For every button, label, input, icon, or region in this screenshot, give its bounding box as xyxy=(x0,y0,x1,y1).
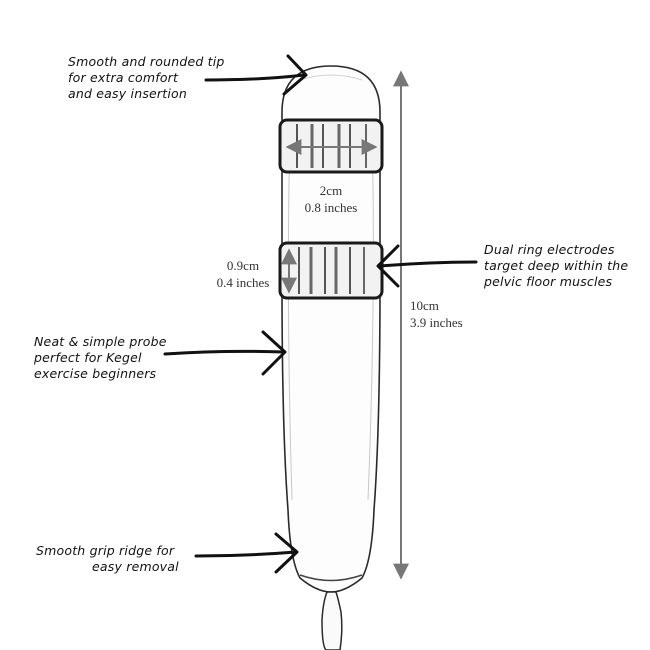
electrodes-callout: Dual ring electrodes target deep within … xyxy=(484,242,628,290)
ring-height-metric: 0.9cm xyxy=(226,258,260,273)
electrodes-callout-line-1: Dual ring electrodes xyxy=(484,242,615,257)
tip-callout-line-3: and easy insertion xyxy=(68,86,188,101)
removal-cord xyxy=(321,591,343,650)
ring-width-label: 2cm 0.8 inches xyxy=(291,182,371,216)
probe-callout: Neat & simple probe perfect for Kegel ex… xyxy=(34,334,167,382)
tip-callout-line-1: Smooth and rounded tip xyxy=(68,54,225,69)
probe-callout-line-3: exercise beginners xyxy=(34,366,157,381)
grip-callout: Smooth grip ridge for easy removal xyxy=(36,543,179,575)
lower-ring-electrode xyxy=(278,241,384,300)
probe-callout-line-1: Neat & simple probe xyxy=(34,334,167,349)
tip-callout-line-2: for extra comfort xyxy=(68,70,179,85)
length-imperial: 3.9 inches xyxy=(410,315,463,330)
ring-width-metric: 2cm xyxy=(319,183,343,198)
grip-ridge xyxy=(299,574,363,582)
ring-height-imperial: 0.4 inches xyxy=(216,275,270,290)
grip-callout-line-2: easy removal xyxy=(92,559,179,574)
electrodes-callout-line-2: target deep within the xyxy=(484,258,629,273)
length-metric: 10cm xyxy=(410,298,439,313)
probe-callout-line-2: perfect for Kegel xyxy=(34,350,142,365)
kegel-probe-sketch-icon xyxy=(278,65,384,650)
tip-callout: Smooth and rounded tip for extra comfort… xyxy=(68,54,225,102)
length-label: 10cm 3.9 inches xyxy=(410,297,463,331)
ring-height-label: 0.9cm 0.4 inches xyxy=(210,257,276,291)
ring-width-imperial: 0.8 inches xyxy=(304,200,358,215)
electrodes-callout-line-3: pelvic floor muscles xyxy=(484,274,613,289)
probe-body-outline xyxy=(281,65,381,593)
grip-callout-line-1: Smooth grip ridge for xyxy=(36,543,175,558)
curved-arrow-icon xyxy=(163,54,478,574)
